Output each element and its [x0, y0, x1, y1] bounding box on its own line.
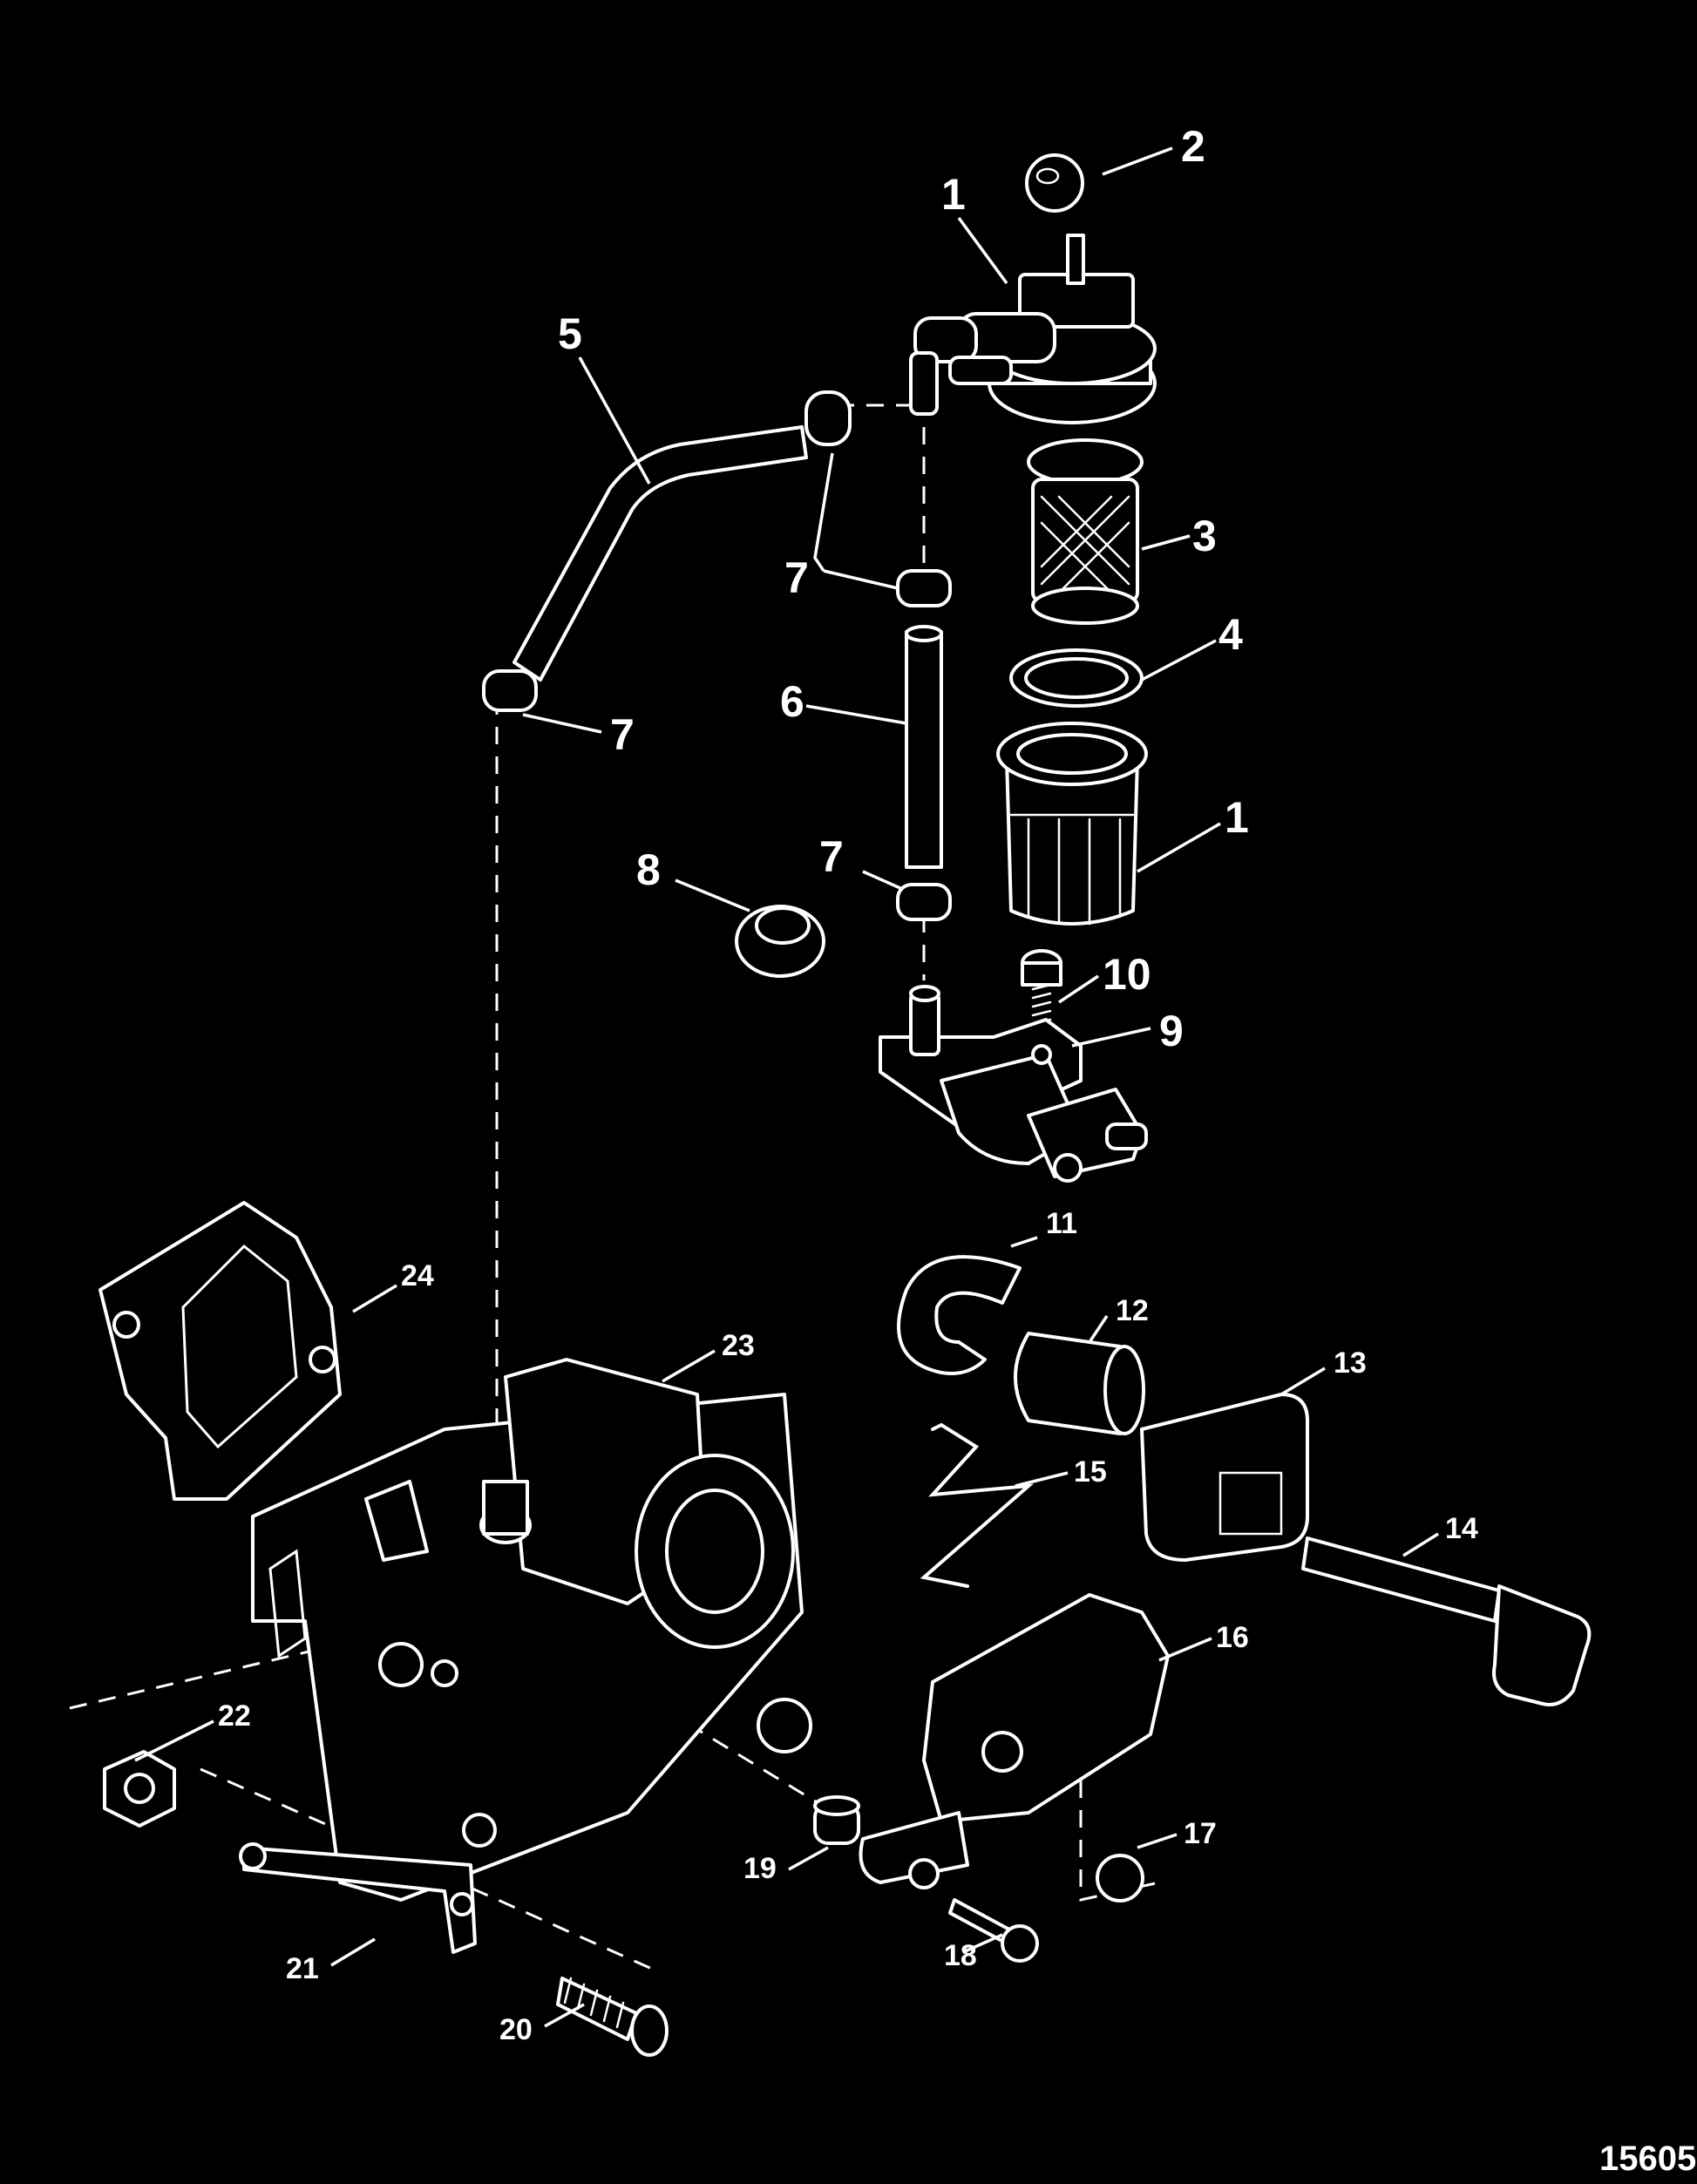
callout-22: 22 — [218, 1699, 251, 1733]
wire-link-part — [920, 1422, 1034, 1588]
callout-17: 17 — [1184, 1817, 1217, 1850]
fuel-hose-5-part — [512, 425, 808, 682]
gasket-part — [98, 1201, 342, 1501]
callout-19: 19 — [743, 1852, 777, 1885]
pin-part — [1301, 1536, 1592, 1706]
carburetor-part — [251, 1358, 812, 1902]
nut-part — [103, 1750, 176, 1828]
callout-14: 14 — [1445, 1512, 1478, 1545]
c-clip-part — [897, 1255, 1022, 1375]
callout-18: 18 — [944, 1939, 977, 1972]
screw-20-part — [556, 1977, 669, 2057]
screw-18-part — [948, 1898, 1039, 1963]
callout-8: 8 — [636, 845, 661, 894]
callout-7-left: 7 — [610, 710, 635, 759]
callout-1-bowl: 1 — [1225, 793, 1249, 842]
bushing-part — [1014, 1332, 1145, 1435]
callout-7-upper: 7 — [784, 553, 809, 602]
leader-lines — [134, 146, 1439, 2028]
fuel-connector-part — [879, 985, 1148, 1183]
callout-1-head: 1 — [941, 170, 966, 219]
callout-16: 16 — [1216, 1621, 1249, 1654]
screw-10-part — [1021, 949, 1062, 1026]
callout-12: 12 — [1116, 1294, 1149, 1327]
spacer-part — [813, 1795, 860, 1845]
hose-clamps — [482, 390, 952, 921]
figure-number: 15605 — [1599, 2140, 1696, 2178]
callout-3: 3 — [1192, 512, 1217, 560]
fuel-hose-6-part — [905, 625, 943, 869]
callout-7-lower: 7 — [819, 832, 844, 881]
callouts: 1 2 5 3 4 7 7 6 1 8 7 10 9 11 12 24 23 1… — [218, 122, 1478, 2046]
filter-bowl-part — [996, 722, 1148, 926]
filter-head-part — [909, 234, 1157, 424]
callout-6: 6 — [780, 677, 804, 726]
callout-21: 21 — [286, 1952, 319, 1985]
vent-plug-part — [1025, 153, 1084, 213]
callout-11: 11 — [1046, 1207, 1077, 1240]
filter-element-part — [1027, 438, 1144, 625]
callout-20: 20 — [499, 2013, 533, 2046]
link-part — [239, 1842, 477, 1954]
callout-2: 2 — [1181, 122, 1205, 171]
callout-13: 13 — [1334, 1346, 1367, 1380]
callout-24: 24 — [401, 1259, 434, 1292]
o-ring-part — [1009, 648, 1144, 708]
callout-23: 23 — [722, 1329, 755, 1362]
callout-9: 9 — [1159, 1007, 1184, 1055]
cover-block-part — [1140, 1393, 1309, 1562]
callout-4: 4 — [1218, 610, 1243, 659]
housing-part — [859, 1593, 1170, 1889]
callout-5: 5 — [558, 309, 582, 358]
callout-15: 15 — [1074, 1455, 1107, 1489]
callout-10: 10 — [1103, 950, 1151, 999]
ball-17-part — [1096, 1854, 1144, 1903]
grommet-part — [735, 905, 825, 978]
